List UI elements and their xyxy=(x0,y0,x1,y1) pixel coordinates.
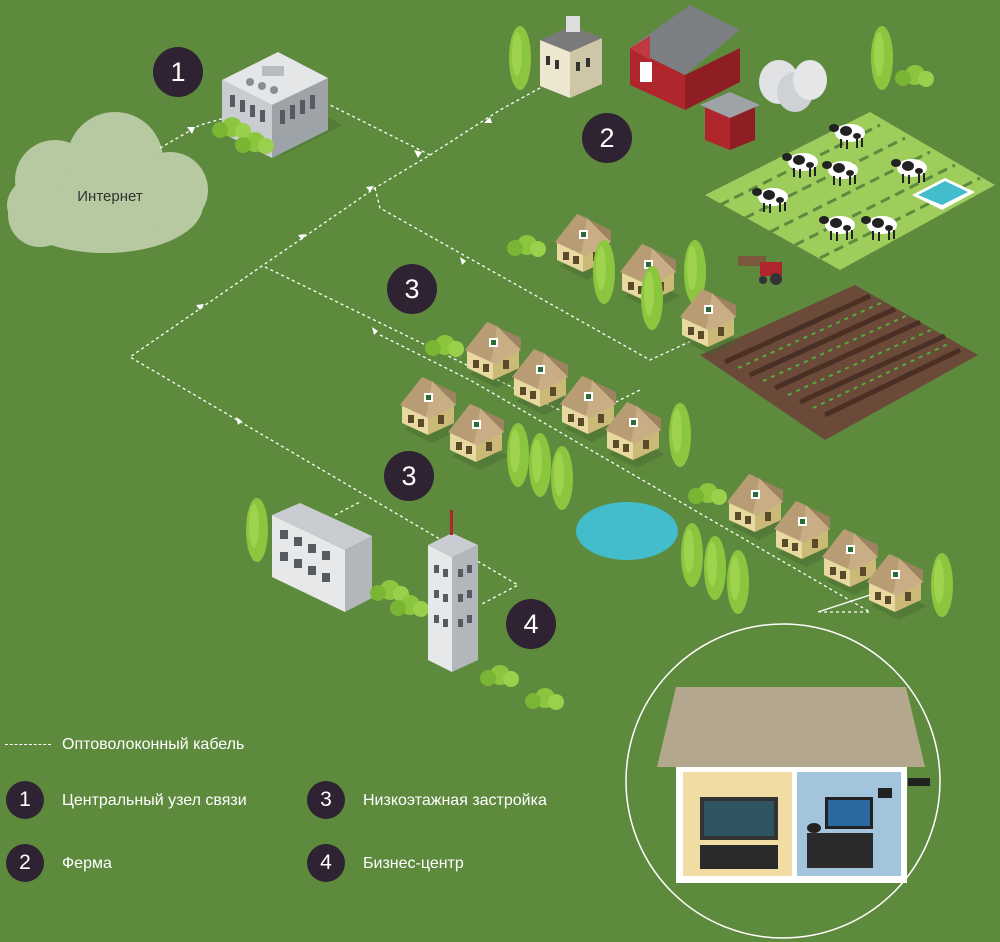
legend-badge-farm: 2 xyxy=(6,844,44,882)
internet-label: Интернет xyxy=(77,188,143,205)
pond xyxy=(576,502,678,560)
legend-badge-village: 3 xyxy=(307,781,345,819)
central-hub-building xyxy=(212,52,343,158)
internet-cloud xyxy=(7,112,208,253)
farm-buildings xyxy=(509,5,975,210)
legend-label-village: Низкоэтажная застройка xyxy=(363,792,547,809)
legend-badge-hub: 1 xyxy=(6,781,44,819)
legend-label-farm: Ферма xyxy=(62,855,112,872)
legend-label-business: Бизнес-центр xyxy=(363,855,464,872)
legend-label-hub: Центральный узел связи xyxy=(62,792,247,809)
legend-cable-label: Оптоволоконный кабель xyxy=(62,736,245,753)
marker-village-south: 3 xyxy=(384,451,434,501)
legend-badge-business: 4 xyxy=(307,844,345,882)
tractor xyxy=(738,256,782,285)
marker-business: 4 xyxy=(506,599,556,649)
marker-hub: 1 xyxy=(153,47,203,97)
house-interior-zoom xyxy=(625,594,941,939)
cable-arrows xyxy=(187,117,492,425)
legend-cable-sample xyxy=(5,744,51,745)
business-center xyxy=(246,498,564,710)
marker-village: 3 xyxy=(387,264,437,314)
plowed-field xyxy=(700,285,978,440)
marker-farm: 2 xyxy=(582,113,632,163)
